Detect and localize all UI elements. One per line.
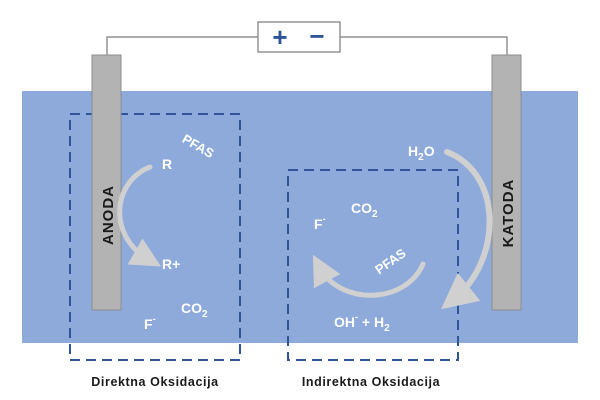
wire-cathode [340,36,508,55]
indirect-co2-sub: 2 [372,209,378,220]
plus-symbol: + [272,22,287,52]
direct-oxidation-caption: Direktna Oksidacija [91,375,219,389]
direct-r-plus-label: R+ [162,256,180,272]
indirect-co2-label: CO2 [351,200,378,220]
direct-co2-label: CO2 [181,300,208,320]
minus-symbol: − [309,21,324,51]
indirect-f-minus-label: F- [314,214,326,232]
h2o-tail: O [424,143,435,159]
anode-electrode [91,54,122,311]
wire-anode [106,36,258,55]
anode-label: ANODA [100,185,117,245]
h2-sub: 2 [384,323,390,334]
indirect-co2-base: CO [351,200,372,216]
indirect-oxidation-caption: Indirektna Oksidacija [302,375,441,389]
direct-co2-sub: 2 [202,309,208,320]
h2-mid: + H [358,314,384,330]
oh-sup: - [355,312,358,322]
oh-base: OH [334,314,355,330]
direct-r-label: R [162,156,172,172]
direct-co2-base: CO [181,300,202,316]
direct-f-minus-label: F- [144,314,156,332]
h2o-label: H2O [408,143,435,163]
power-source-box [257,21,341,53]
power-source: + − [257,21,341,53]
h2o-sub: 2 [418,152,424,163]
direct-f-sup: - [153,314,156,324]
oh-h2-label: OH- + H2 [334,312,390,334]
direct-oxidation-arrow [117,164,161,267]
direct-oxidation-region [69,113,241,361]
indirect-f-sup: - [323,214,326,224]
cathode-reaction-arrow [440,149,493,310]
direct-f-base: F [144,316,153,332]
indirect-oxidation-arrow [312,254,426,298]
h2o-base: H [408,143,418,159]
indirect-f-base: F [314,216,323,232]
cathode-label: KATODA [500,179,517,248]
cathode-electrode [491,54,522,311]
indirect-oxidation-region [287,169,459,361]
